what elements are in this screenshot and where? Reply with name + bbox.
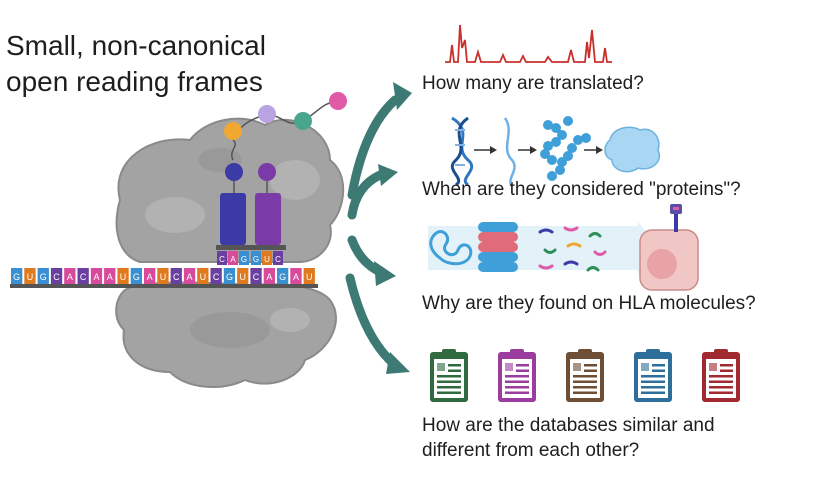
- amino-acid-2: [258, 105, 276, 123]
- anticodon-base: G: [239, 251, 249, 265]
- svg-text:G: G: [241, 255, 247, 264]
- anticodon-base: A: [228, 251, 238, 265]
- svg-text:U: U: [306, 272, 313, 282]
- mrna-base: A: [183, 268, 196, 284]
- nascent-peptide: [224, 92, 347, 161]
- svg-text:U: U: [264, 255, 270, 264]
- mrna-base: A: [90, 268, 103, 284]
- svg-text:U: U: [240, 272, 247, 282]
- figure-title: Small, non-canonical open reading frames: [6, 28, 266, 100]
- trna-1: [220, 163, 246, 245]
- mrna-base: A: [290, 268, 302, 284]
- svg-text:C: C: [173, 272, 180, 282]
- svg-text:G: G: [253, 255, 259, 264]
- svg-text:C: C: [53, 272, 60, 282]
- protein-formation-icons: [450, 116, 661, 187]
- polypeptide-coil-icon: [540, 116, 591, 181]
- mrna-base: C: [170, 268, 182, 284]
- question-translated: How many are translated?: [422, 73, 644, 94]
- svg-text:G: G: [279, 272, 286, 282]
- mrna-base: C: [210, 268, 222, 284]
- peptide-fragments-icon: [538, 226, 607, 272]
- mrna-base: G: [130, 268, 142, 284]
- mrna-base: A: [104, 268, 116, 284]
- mrna-base: U: [24, 268, 36, 284]
- mrna-base: U: [117, 268, 129, 284]
- mrna-base: G: [11, 268, 23, 284]
- folded-protein-icon: [604, 126, 661, 173]
- svg-text:A: A: [93, 272, 99, 282]
- svg-text:G: G: [133, 272, 140, 282]
- clipboard-icon: [566, 349, 604, 402]
- cell-hla-icon: [639, 204, 699, 291]
- trna-2: [255, 163, 281, 245]
- anticodon-base: G: [251, 251, 261, 265]
- arrows: [345, 95, 400, 370]
- svg-text:A: A: [107, 272, 113, 282]
- svg-text:G: G: [226, 272, 233, 282]
- rna-strand-icon: [503, 117, 516, 187]
- svg-text:A: A: [187, 272, 193, 282]
- amino-acid-1: [224, 122, 242, 140]
- mrna-base: U: [303, 268, 315, 284]
- mrna-base: A: [144, 268, 156, 284]
- mrna-base: U: [157, 268, 169, 284]
- question-hla: Why are they found on HLA molecules?: [422, 293, 756, 314]
- anticodon-base: U: [262, 251, 272, 265]
- question-databases-line-1: How are the databases similar and: [422, 415, 715, 436]
- arrowheads: [374, 82, 412, 374]
- mrna-base: A: [64, 268, 76, 284]
- unfolded-protein-icon: [429, 230, 473, 266]
- mrna-base: C: [77, 268, 89, 284]
- amino-acid-3: [294, 112, 312, 130]
- question-proteins: When are they considered "proteins"?: [422, 179, 741, 200]
- arrow-to-databases: [345, 273, 400, 370]
- svg-text:U: U: [120, 272, 127, 282]
- mrna-base: C: [250, 268, 262, 284]
- svg-text:C: C: [253, 272, 260, 282]
- anticodon-base: C: [273, 251, 283, 265]
- svg-text:A: A: [67, 272, 73, 282]
- arrow-to-proteins: [347, 170, 385, 220]
- svg-text:A: A: [266, 272, 272, 282]
- svg-text:C: C: [219, 255, 225, 264]
- hla-presentation-icons: [428, 204, 699, 291]
- clipboard-icon: [498, 349, 536, 402]
- svg-text:U: U: [160, 272, 167, 282]
- mrna-base: G: [37, 268, 49, 284]
- title-line-2: open reading frames: [6, 66, 263, 97]
- svg-text:U: U: [200, 272, 207, 282]
- database-clipboards: [430, 349, 740, 402]
- clipboard-icon: [634, 349, 672, 402]
- svg-text:C: C: [275, 255, 281, 264]
- amino-acid-4: [329, 92, 347, 110]
- mrna-base: C: [50, 268, 63, 284]
- svg-text:A: A: [230, 255, 236, 264]
- svg-text:G: G: [13, 272, 20, 282]
- mrna-base: U: [197, 268, 209, 284]
- mrna-base: A: [263, 268, 275, 284]
- question-databases-line-2: different from each other?: [422, 440, 640, 461]
- svg-text:U: U: [27, 272, 34, 282]
- title-line-1: Small, non-canonical: [6, 30, 266, 61]
- svg-text:A: A: [293, 272, 299, 282]
- dna-helix-icon: [450, 116, 474, 187]
- svg-text:C: C: [80, 272, 87, 282]
- anticodon-base: C: [217, 251, 227, 265]
- svg-text:G: G: [40, 272, 47, 282]
- mrna-base: G: [223, 268, 236, 284]
- proteasome-icon: [478, 222, 518, 272]
- mrna-base: U: [237, 268, 249, 284]
- svg-text:C: C: [213, 272, 220, 282]
- clipboard-icon: [702, 349, 740, 402]
- mass-spectrum-icon: [445, 24, 612, 63]
- mrna-base: G: [277, 268, 289, 284]
- arrow-to-translation: [347, 95, 400, 200]
- svg-text:A: A: [147, 272, 153, 282]
- clipboard-icon: [430, 349, 468, 402]
